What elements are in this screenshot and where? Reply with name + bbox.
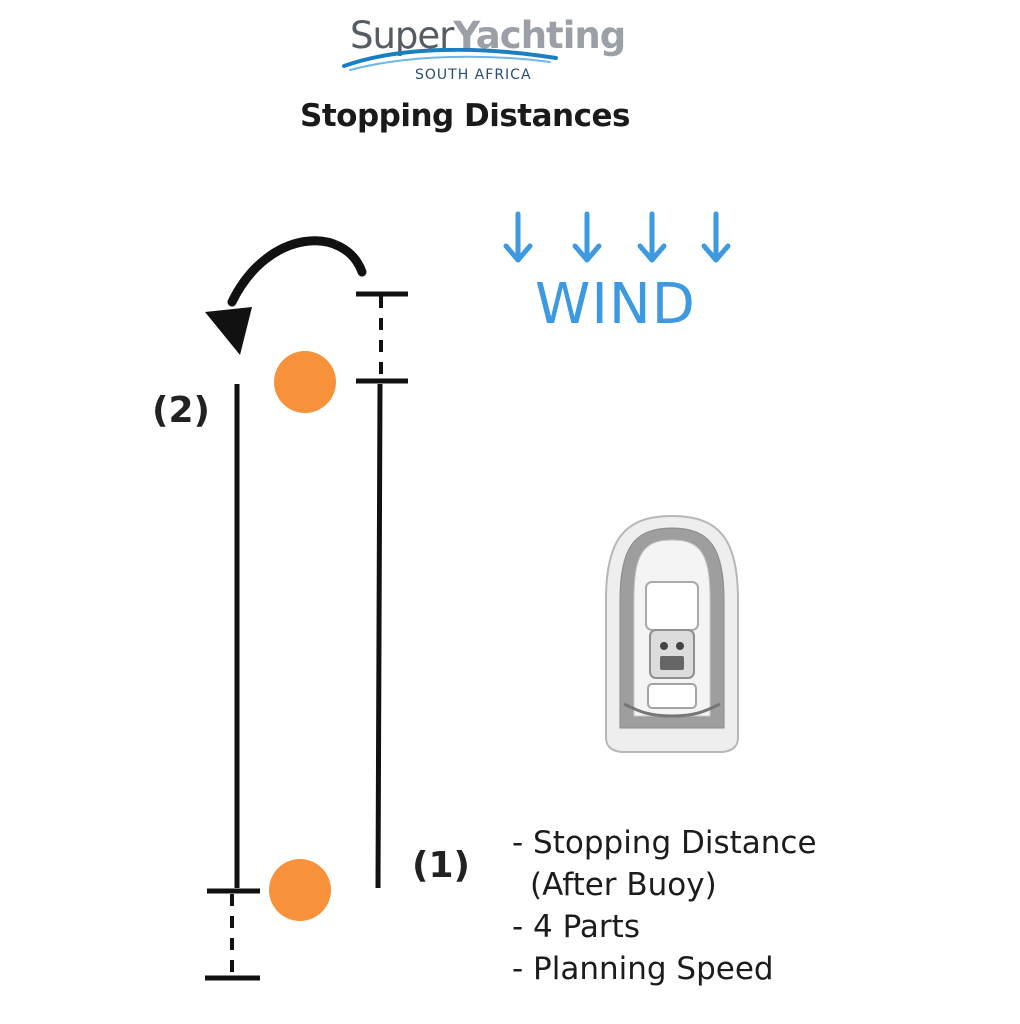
note-item: - Planning Speed	[512, 951, 774, 987]
wind-arrows	[503, 211, 731, 263]
turn-arrow-icon	[205, 236, 367, 355]
page-title: Stopping Distances	[300, 98, 630, 134]
wind-arrow-icon	[503, 211, 533, 263]
path-2-label: (2)	[152, 390, 210, 431]
wind-arrow-icon	[637, 211, 667, 263]
note-item: - 4 Parts	[512, 909, 640, 945]
notes-list: - Stopping Distance (After Buoy) - 4 Par…	[512, 822, 817, 990]
wind-arrow-icon	[572, 211, 602, 263]
path-1-line	[375, 383, 383, 889]
note-item: - Stopping Distance	[512, 825, 817, 861]
path-1-label: (1)	[412, 845, 470, 886]
wind-label: WIND	[535, 272, 696, 337]
logo-wave-icon	[342, 48, 558, 71]
wind-arrow-icon	[701, 211, 731, 263]
buoy-top	[274, 351, 336, 413]
buoy-bottom	[269, 859, 331, 921]
logo-subtitle: SOUTH AFRICA	[415, 67, 532, 83]
boat-icon	[605, 514, 739, 753]
note-item: (After Buoy)	[530, 867, 717, 903]
